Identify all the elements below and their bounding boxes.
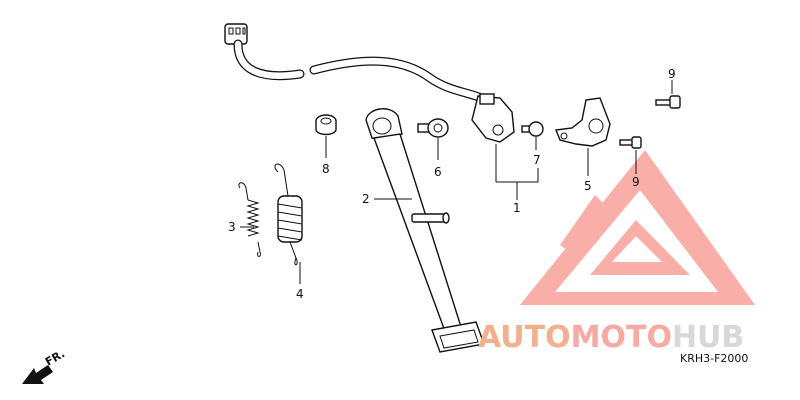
callout-5: 5 [584,179,592,193]
rubber-bush [315,114,337,136]
callout-4: 4 [296,287,304,301]
watermark-auto: AUTO [478,320,571,355]
front-arrow-icon [22,365,53,384]
watermark-logo-icon [520,150,755,305]
small-spring [238,182,261,257]
watermark-brand-text: AUTOMOTOHUB [478,320,744,355]
front-indicator-label: FR. [43,347,67,368]
callout-9-lower: 9 [632,175,640,189]
diagram-code: KRH3-F2000 [680,352,748,365]
switch-bolt [521,121,544,137]
callout-6: 6 [434,165,442,179]
callout-2: 2 [362,192,370,206]
callout-1: 1 [513,201,521,215]
large-spring [274,163,303,266]
pivot-bolt [417,118,449,138]
leader-lines [240,80,673,284]
side-stand [365,108,485,353]
flange-bolt-lower [619,136,642,149]
switch-bracket [555,97,611,147]
callout-7: 7 [533,153,541,167]
callout-3: 3 [228,220,236,234]
side-stand-switch-harness [224,23,515,143]
watermark-hub: HUB [672,320,744,355]
watermark-moto: MOTO [571,320,672,355]
callout-8: 8 [322,162,330,176]
callout-9-upper: 9 [668,67,676,81]
flange-bolt-upper [655,95,681,109]
